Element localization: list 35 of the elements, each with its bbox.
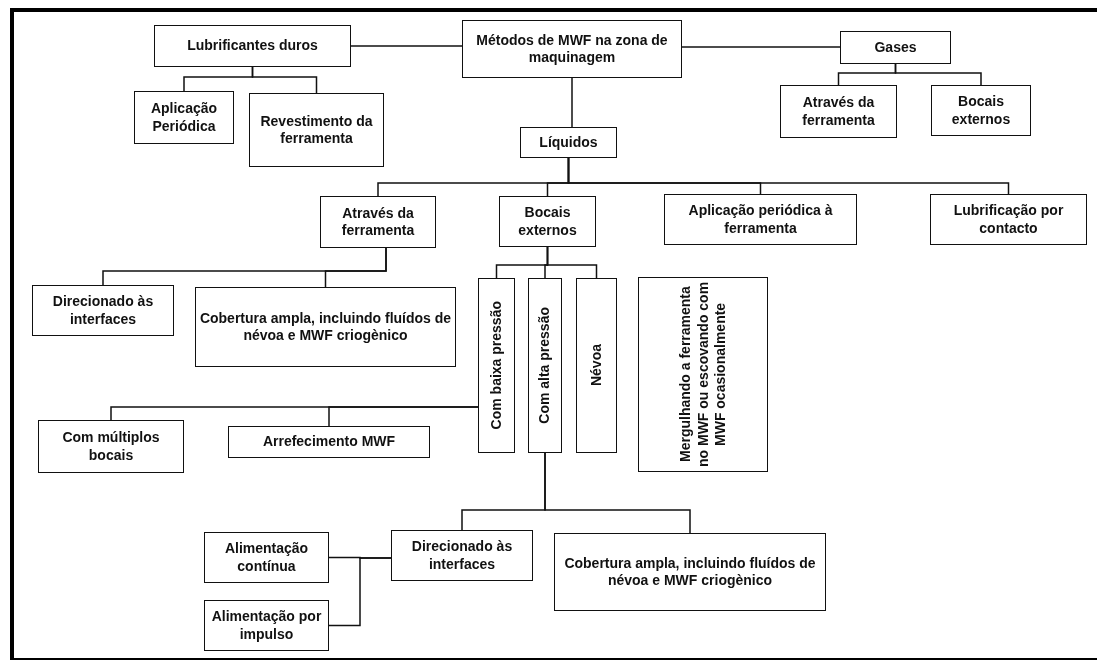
category-box: Cobertura ampla, incluindo fluídos de névoa e MWF criogènico	[195, 287, 456, 367]
category-box: Direcionado às interfaces	[32, 285, 174, 336]
connector-line	[681, 46, 841, 48]
connector-line	[567, 157, 1010, 195]
category-box: Aplicação periódica à ferramenta	[664, 194, 857, 245]
vertical-category-box: Com baixa pressão	[478, 278, 515, 453]
category-box: Com múltiplos bocais	[38, 420, 184, 473]
vertical-category-box: Com alta pressão	[528, 278, 562, 453]
connector-line	[251, 66, 318, 94]
connector-line	[571, 77, 573, 128]
connector-line	[894, 63, 982, 86]
connector-line	[546, 246, 598, 279]
category-box: Direcionado às interfaces	[391, 530, 533, 581]
connector-line	[544, 452, 691, 534]
category-box: Lubrificantes duros	[154, 25, 351, 67]
connector-line	[328, 406, 479, 427]
category-box: Métodos de MWF na zona de maquinagem	[462, 20, 682, 78]
category-box: Revestimento da ferramenta	[249, 93, 384, 167]
vertical-category-box: Mergulhando a ferramenta no MWF ou escovando com MWF ocasionalmente	[638, 277, 768, 472]
vertical-category-box: Névoa	[576, 278, 617, 453]
category-box: Através da ferramenta	[320, 196, 436, 248]
category-box: Alimentação contínua	[204, 532, 329, 583]
category-box: Líquidos	[520, 127, 617, 158]
connector-line	[350, 45, 463, 47]
category-box: Bocais externos	[499, 196, 596, 247]
category-box: Gases	[840, 31, 951, 64]
category-box: Bocais externos	[931, 85, 1031, 136]
category-box: Arrefecimento MWF	[228, 426, 430, 458]
category-box: Lubrificação por contacto	[930, 194, 1087, 245]
connector-line	[324, 247, 387, 288]
connector-line	[328, 557, 392, 627]
category-box: Através da ferramenta	[780, 85, 897, 138]
category-box: Aplicação Periódica	[134, 91, 234, 144]
category-box: Alimentação por impulso	[204, 600, 329, 651]
category-box: Cobertura ampla, incluindo fluídos de névoa e MWF criogènico	[554, 533, 826, 611]
